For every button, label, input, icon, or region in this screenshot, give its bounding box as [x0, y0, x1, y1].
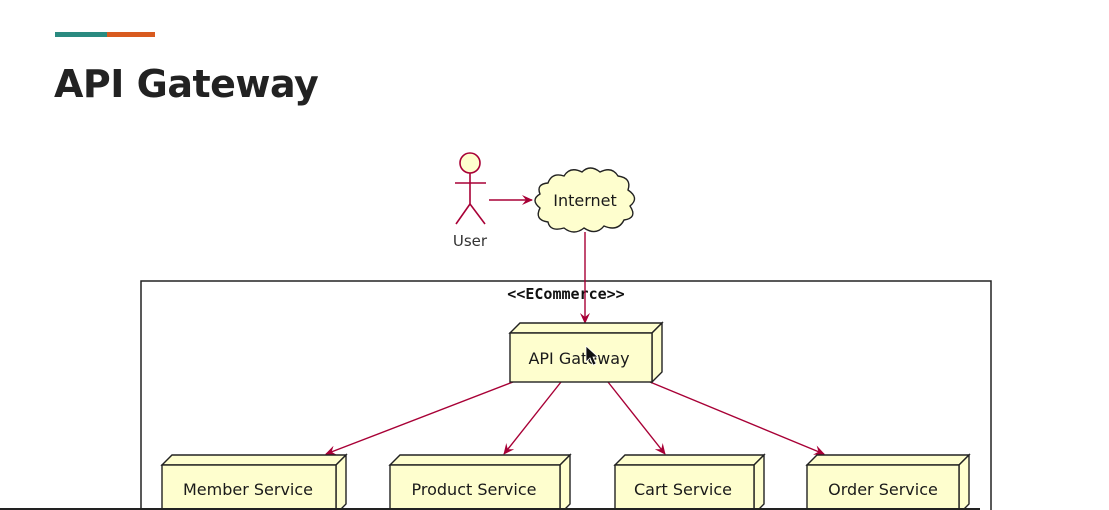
ecommerce-container: [140, 280, 992, 510]
arrow-gateway-to-order: [649, 381, 825, 455]
mouse-pointer-icon: [585, 345, 600, 366]
order-service-label: Order Service: [828, 480, 938, 499]
product-service-node: [388, 453, 572, 510]
user-actor-icon: [455, 152, 486, 225]
member-service-label: Member Service: [183, 480, 313, 499]
user-label: User: [453, 232, 488, 250]
internet-label: Internet: [553, 191, 617, 210]
cart-service-node: [613, 453, 766, 510]
accent-orange-segment: [107, 32, 155, 37]
order-service-node: [805, 453, 971, 510]
api-gateway-label: API Gateway: [528, 349, 629, 368]
internet-cloud-icon: [534, 167, 636, 233]
arrow-gateway-to-member: [325, 381, 514, 456]
arrow-gateway-to-cart: [607, 381, 666, 455]
container-stereotype: <<ECommerce>>: [507, 285, 624, 303]
product-service-label: Product Service: [412, 480, 537, 499]
accent-teal-segment: [55, 32, 107, 37]
cart-service-label: Cart Service: [634, 480, 732, 499]
title-accent-bar: [55, 32, 155, 37]
member-service-node: [160, 453, 348, 510]
arrow-gateway-to-product: [503, 381, 562, 455]
slide-title: API Gateway: [54, 62, 319, 106]
api-gateway-node: [508, 321, 664, 384]
